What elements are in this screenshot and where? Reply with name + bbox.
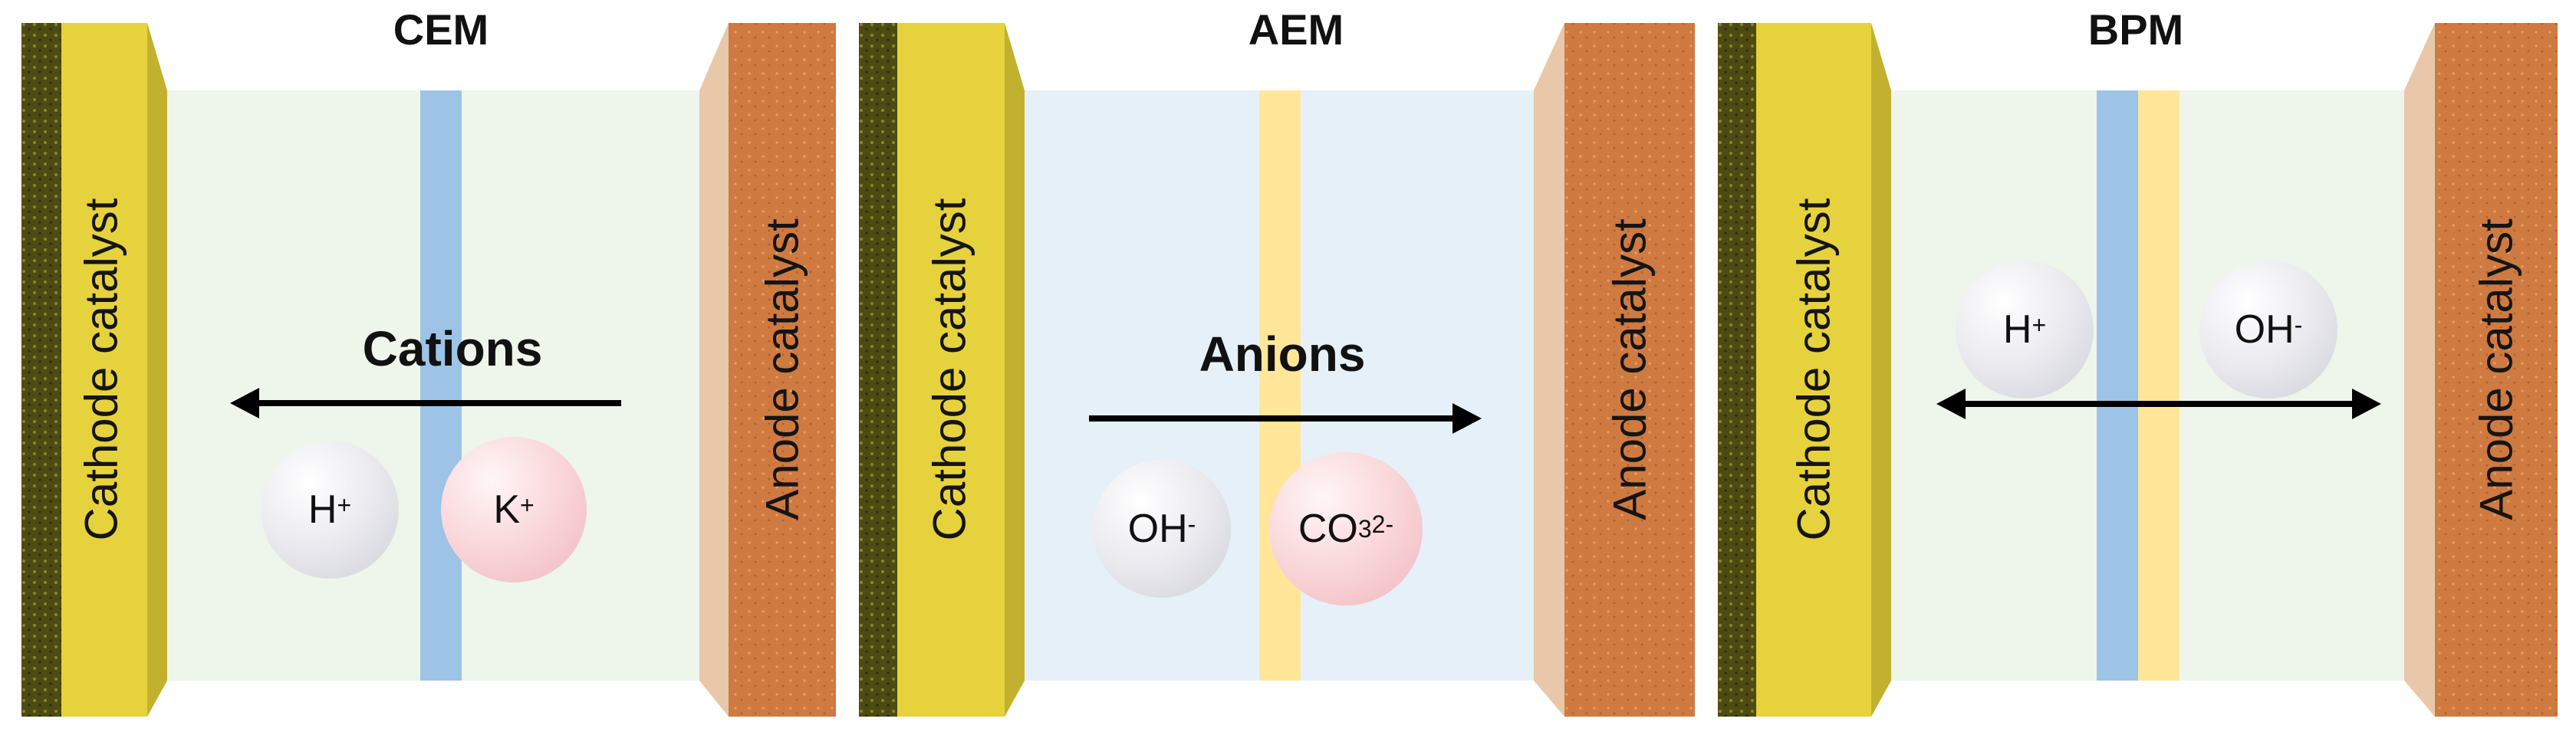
cem-anode-label: Anode catalyst bbox=[756, 218, 808, 520]
aem-cathode-label: Cathode catalyst bbox=[923, 198, 975, 541]
ion-base: OH bbox=[1127, 507, 1188, 551]
cem-flow-arrow-head bbox=[230, 388, 259, 418]
bpm-cathode-side bbox=[1871, 23, 1891, 717]
bpm-cathode-front bbox=[1756, 23, 1871, 717]
bpm-panel: BPM Cathode catalyst Anode catalyst H+ O… bbox=[1718, 0, 2569, 735]
bpm-ion-h: H+ bbox=[1956, 261, 2094, 399]
ion-charge: - bbox=[1187, 510, 1196, 538]
bpm-flow-arrow-head-right bbox=[2352, 389, 2381, 419]
bpm-membrane-yellow bbox=[2138, 90, 2180, 681]
aem-ion-oh: OH- bbox=[1093, 460, 1231, 598]
bpm-title: BPM bbox=[2087, 5, 2184, 54]
ion-base: CO bbox=[1298, 507, 1358, 551]
cem-cathode-side bbox=[147, 23, 167, 717]
ion-charge: + bbox=[520, 491, 535, 519]
aem-flow-arrow-head bbox=[1452, 403, 1482, 434]
cem-membrane-blue bbox=[420, 90, 462, 681]
aem-membrane-yellow bbox=[1259, 90, 1301, 681]
cem-panel: CEM Cathode catalyst Anode catalyst Cati… bbox=[0, 0, 851, 735]
ion-charge: 2- bbox=[1371, 510, 1394, 538]
ion-base: H bbox=[2002, 307, 2032, 352]
cem-cell-drawing bbox=[21, 23, 836, 717]
ion-charge: + bbox=[2032, 310, 2047, 339]
bpm-ion-oh: OH- bbox=[2199, 261, 2337, 399]
aem-cathode-gdl bbox=[859, 23, 897, 717]
cem-cathode-gdl bbox=[21, 23, 61, 717]
ion-charge: + bbox=[337, 491, 352, 519]
cem-anode-side bbox=[699, 23, 729, 717]
ion-base: OH bbox=[2234, 307, 2295, 352]
aem-title: AEM bbox=[1248, 5, 1344, 54]
aem-flow-label: Anions bbox=[1199, 326, 1366, 382]
cem-ion-k: K+ bbox=[441, 437, 587, 582]
aem-anode-side bbox=[1534, 23, 1564, 717]
ion-charge: - bbox=[2294, 310, 2303, 339]
cem-title: CEM bbox=[393, 5, 489, 54]
cem-flow-label: Cations bbox=[362, 321, 543, 376]
aem-panel: AEM Cathode catalyst Anode catalyst Anio… bbox=[859, 0, 1710, 735]
ion-subscript: 3 bbox=[1357, 514, 1372, 543]
aem-cathode-side bbox=[1005, 23, 1025, 717]
bpm-cell-drawing bbox=[1718, 23, 2558, 717]
ion-base: H bbox=[308, 487, 337, 532]
cem-cathode-front bbox=[61, 23, 147, 717]
aem-anode-front bbox=[1564, 23, 1695, 717]
bpm-anode-label: Anode catalyst bbox=[2470, 218, 2522, 520]
bpm-cathode-gdl bbox=[1718, 23, 1756, 717]
bpm-anode-side bbox=[2404, 23, 2435, 717]
ion-base: K bbox=[493, 487, 520, 532]
bpm-cathode-label: Cathode catalyst bbox=[1788, 198, 1840, 541]
bpm-membrane-blue bbox=[2097, 90, 2138, 681]
aem-cathode-front bbox=[897, 23, 1005, 717]
cem-cathode-label: Cathode catalyst bbox=[75, 198, 127, 541]
cem-anode-front bbox=[729, 23, 836, 717]
cem-ion-h: H+ bbox=[261, 441, 399, 579]
bpm-flow-arrow-head-left bbox=[1936, 389, 1966, 419]
aem-cell-drawing bbox=[859, 23, 1695, 717]
aem-anode-label: Anode catalyst bbox=[1604, 218, 1656, 520]
bpm-anode-front bbox=[2435, 23, 2558, 717]
